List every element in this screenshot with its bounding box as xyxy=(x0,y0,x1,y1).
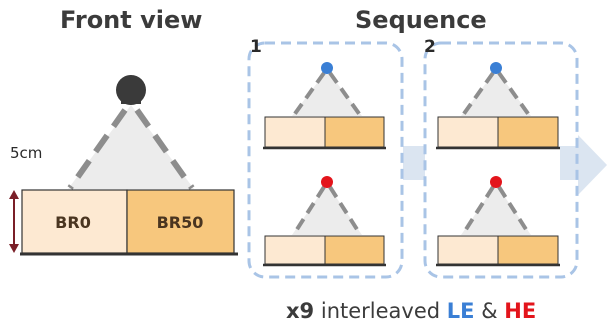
front-block-br50 xyxy=(126,189,235,254)
front-beam-edge-left xyxy=(67,108,128,190)
caption-amp: & xyxy=(481,299,497,323)
sequence-panel-1: 1 xyxy=(247,37,404,279)
panel-1-he-exposure xyxy=(263,176,386,267)
panel-2-le-source-icon xyxy=(490,62,502,74)
br50-label: BR50 xyxy=(157,213,204,232)
panel-2-le-exposure xyxy=(436,62,560,150)
sequence-arrow-head xyxy=(578,135,607,195)
distance-label: 5cm xyxy=(10,144,42,162)
front-beam-cone xyxy=(68,105,194,189)
caption: x9 interleaved LE & HE xyxy=(286,299,536,323)
panel-2-he-source-icon xyxy=(490,176,502,188)
panel-2-number: 2 xyxy=(424,37,436,57)
br0-label: BR0 xyxy=(55,213,91,232)
caption-he: HE xyxy=(504,299,536,323)
front-view: BR0 BR50 5cm xyxy=(9,75,238,256)
panel-1-he-source-icon xyxy=(321,176,333,188)
panel-1-border xyxy=(247,41,404,279)
front-view-title: Front view xyxy=(60,6,202,34)
thickness-double-arrow xyxy=(9,190,19,253)
sequence-panel-2: 2 xyxy=(423,37,579,279)
sequence-title: Sequence xyxy=(355,6,487,34)
caption-word: interleaved xyxy=(321,299,440,323)
front-source-icon xyxy=(116,75,146,105)
caption-count: x9 xyxy=(286,299,314,323)
front-block-br0 xyxy=(21,189,128,254)
panel-2-border xyxy=(423,41,579,279)
caption-le: LE xyxy=(447,299,475,323)
panel-1-le-exposure xyxy=(263,62,386,150)
panel-1-le-source-icon xyxy=(321,62,333,74)
panel-1-number: 1 xyxy=(250,37,262,57)
panel-2-he-exposure xyxy=(436,176,560,267)
front-beam-edge-right xyxy=(134,108,195,190)
